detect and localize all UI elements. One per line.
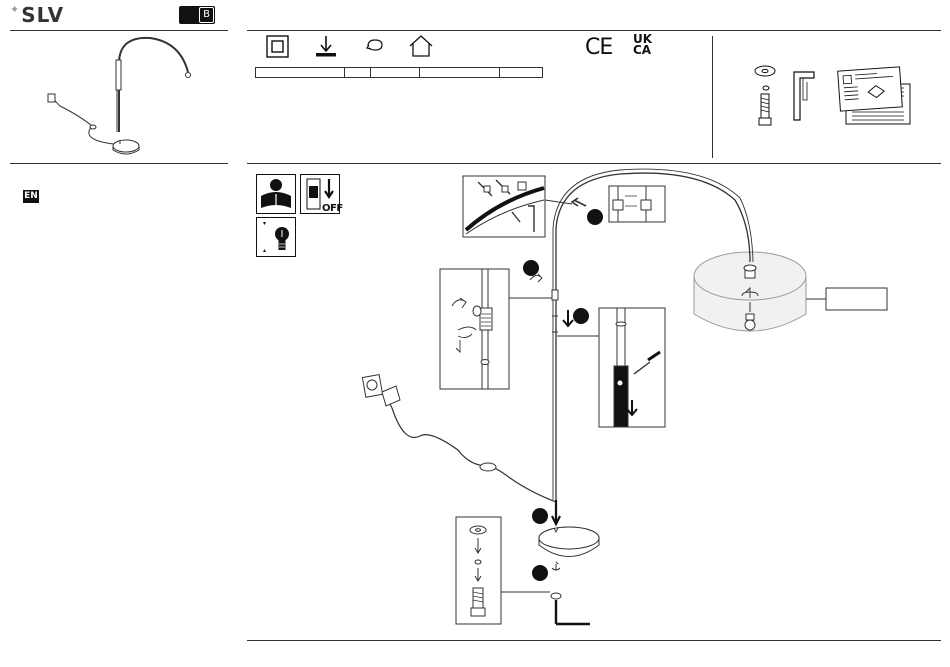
step-marker — [573, 308, 589, 324]
shade-label-box — [826, 288, 887, 310]
step-marker — [532, 565, 548, 581]
step-marker — [587, 209, 603, 225]
step-marker — [523, 260, 539, 276]
step-marker — [532, 508, 548, 524]
